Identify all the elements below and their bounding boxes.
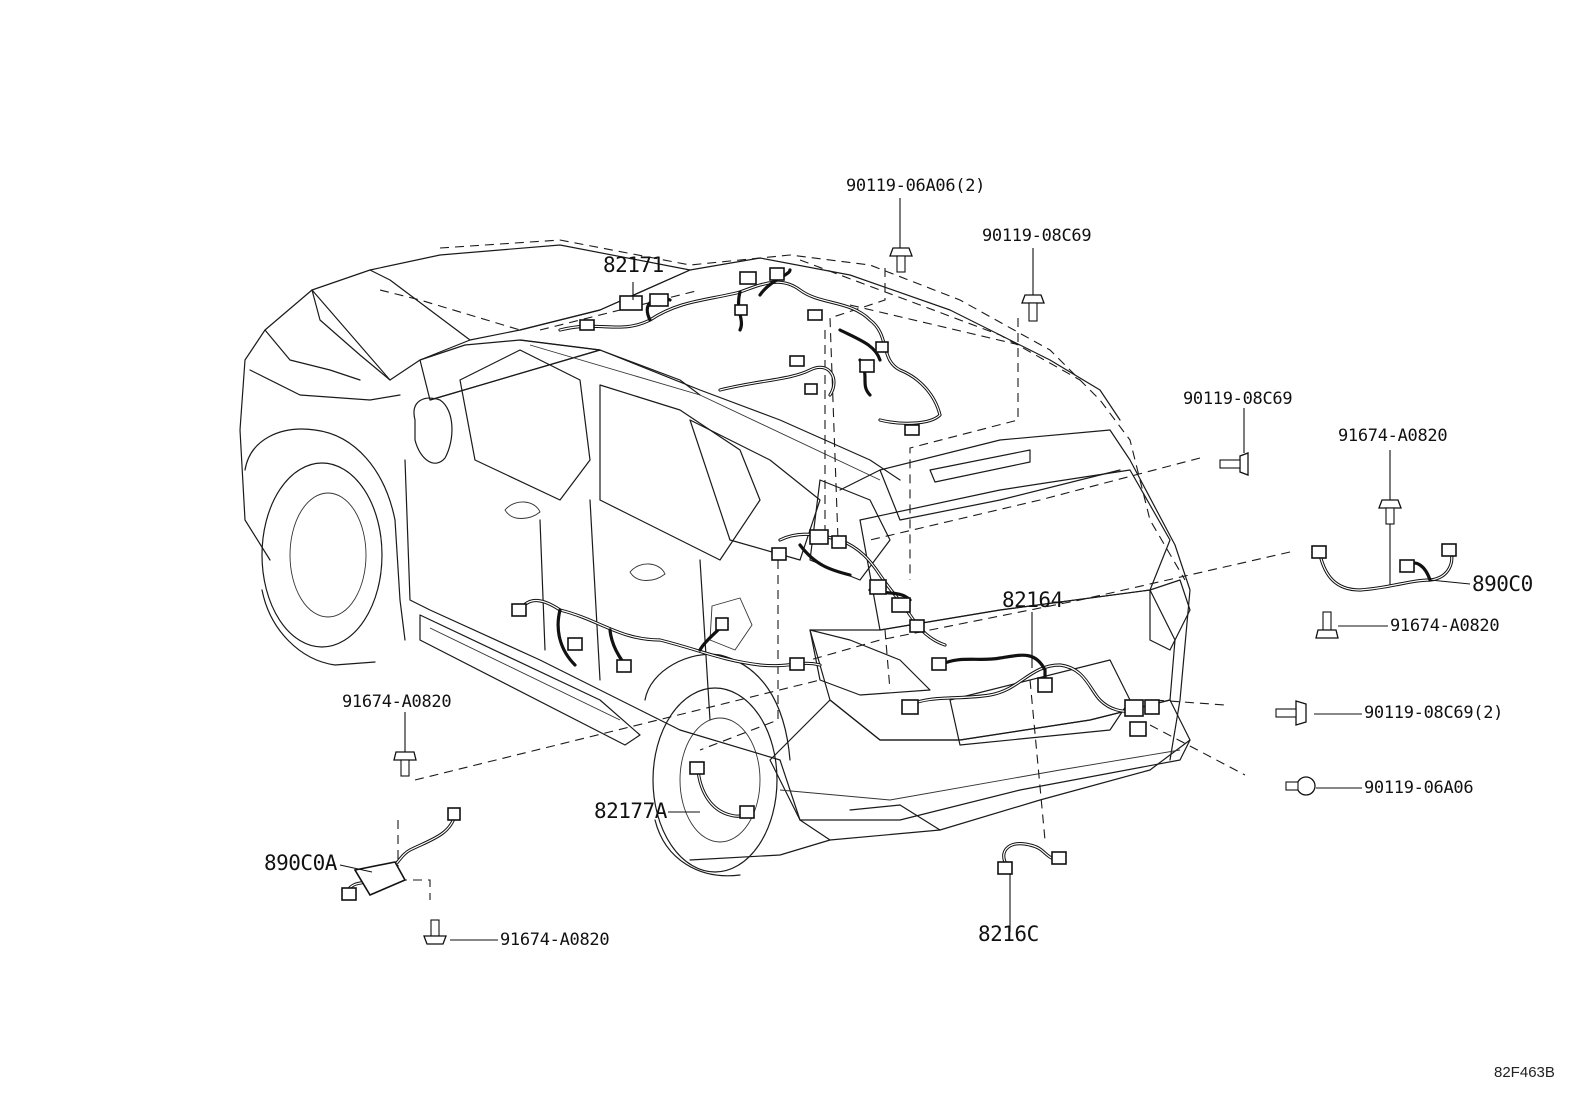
assembly-guide-lines (379, 239, 1291, 900)
label-leaders (339, 198, 1471, 941)
harness-quarter-connectors[interactable] (771, 529, 947, 647)
label-bolt-roof-rear: 90119-08C69 (982, 226, 1092, 246)
bolt-bumper-a[interactable] (1275, 700, 1307, 726)
bolt-left-sensor-top[interactable] (393, 751, 417, 777)
bolt-right-sensor-top[interactable] (1378, 499, 1402, 525)
label-bolt-right-sensor-bottom: 91674-A0820 (1390, 616, 1500, 636)
label-bolt-roof-front: 90119-06A06(2) (846, 176, 986, 196)
bolt-roof-rear[interactable] (1021, 294, 1045, 322)
bolt-roof-front[interactable] (889, 247, 913, 273)
harness-roof-82171[interactable] (558, 267, 942, 436)
label-harness-plate: 8216C (978, 922, 1039, 946)
label-harness-roof: 82171 (603, 253, 664, 277)
sensor-890C0[interactable] (1311, 543, 1457, 592)
bolt-right-sensor-bottom[interactable] (1315, 611, 1339, 639)
label-bolt-right-sensor-top: 91674-A0820 (1338, 426, 1448, 446)
bolt-rear-upper[interactable] (1219, 452, 1249, 476)
label-harness-wheel: 82177A (594, 799, 667, 823)
harness-wheel-82177A[interactable] (689, 761, 755, 819)
label-bolt-left-sensor-top: 91674-A0820 (342, 692, 452, 712)
bolt-bumper-b[interactable] (1285, 776, 1316, 796)
label-sensor-right: 890C0 (1472, 572, 1533, 596)
label-bolt-rear-upper: 90119-08C69 (1183, 389, 1293, 409)
label-bolt-bumper-a: 90119-08C69(2) (1364, 703, 1504, 723)
sensor-890C0A[interactable] (341, 807, 461, 901)
figure-reference-code: 82F463B (1494, 1064, 1555, 1081)
harness-body-side[interactable] (511, 599, 822, 673)
bolt-left-sensor-bottom[interactable] (423, 919, 447, 945)
label-bolt-left-sensor-bottom: 91674-A0820 (500, 930, 610, 950)
vehicle-outline (239, 244, 1191, 877)
harness-rear-82164[interactable] (901, 653, 1160, 737)
harness-plate-8216C[interactable] (997, 842, 1067, 875)
label-harness-rear: 82164 (1002, 588, 1063, 612)
label-bolt-bumper-b: 90119-06A06 (1364, 778, 1474, 798)
label-sensor-left: 890C0A (264, 851, 337, 875)
